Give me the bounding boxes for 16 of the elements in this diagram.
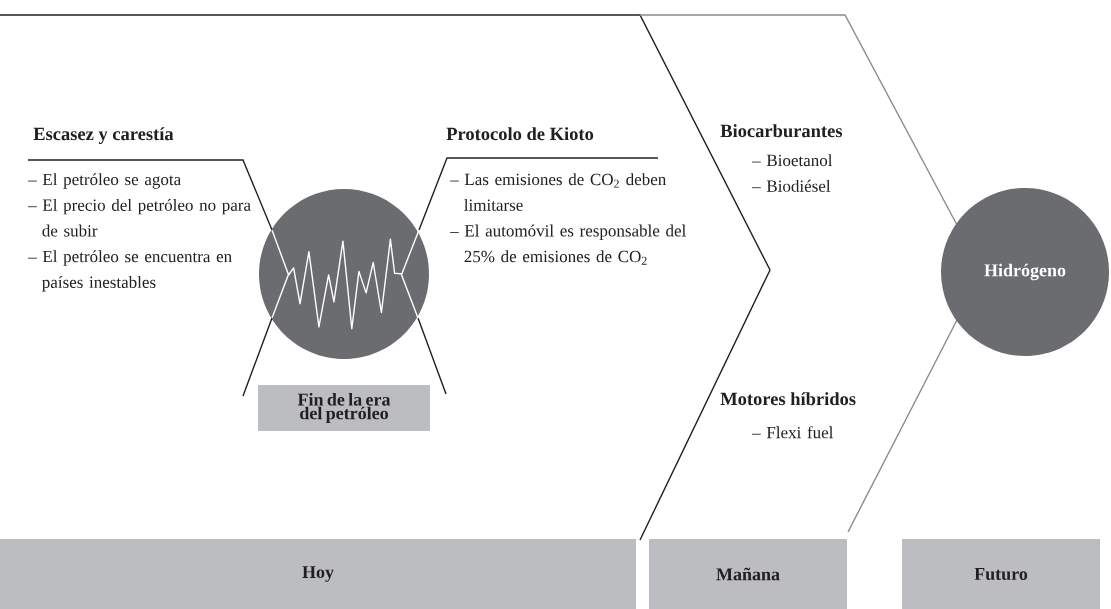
list-item: – El automóvil es responsable del 25% de emisiones de CO$_{2}$ [450,224,686,265]
list-item: – Flexi fuel [752,426,834,439]
list-item: – Biodiésel [752,179,831,192]
heading: Escasez y carestía [33,127,174,144]
list-item: – El petróleo se agota [28,173,181,189]
circle [259,189,429,359]
heading: Biocarburantes [720,124,843,138]
list-item: – Las emisiones de CO$_{2}$ deben limitarse [450,173,667,211]
timeline-bar: Mañana [649,539,847,609]
heading: Protocolo de Kioto [446,127,594,141]
timeline-bar: Hoy [0,539,636,609]
list-item: – Bioetanol [752,154,833,167]
list-item: – El petróleo se encuentra en países inestables [28,250,232,292]
title-box: Fin de la era del petróleo [258,385,430,431]
timeline-bar: Futuro [902,539,1100,609]
heading: Motores híbridos [720,392,856,406]
